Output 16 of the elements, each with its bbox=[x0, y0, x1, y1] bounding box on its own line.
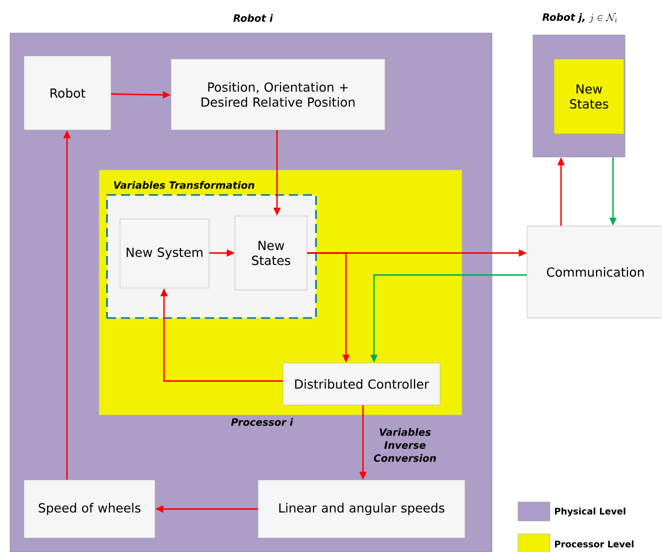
panel-heading: Robot j, $j \in \mathcal{N}_i$ bbox=[542, 12, 617, 23]
process-box: New System bbox=[120, 218, 210, 288]
legend-label: Physical Level bbox=[555, 508, 626, 516]
legend-label: Processor Level bbox=[555, 540, 634, 548]
panel-heading: Variables Transformation bbox=[114, 181, 254, 189]
process-box: Speed of wheels bbox=[24, 480, 156, 538]
state-box: New States bbox=[554, 58, 624, 134]
edge-label: Variables Inverse Conversion bbox=[369, 427, 441, 463]
process-box: Linear and angular speeds bbox=[258, 480, 466, 538]
process-box: New States bbox=[234, 216, 308, 290]
process-box: Position, Orientation + Desired Relative Position bbox=[170, 58, 386, 130]
process-box: Robot bbox=[24, 56, 112, 130]
panel-heading: Processor i bbox=[231, 418, 294, 426]
panel-heading: Robot i bbox=[233, 14, 274, 22]
process-box: Communication bbox=[526, 226, 662, 318]
process-box: Distributed Controller bbox=[282, 362, 440, 406]
